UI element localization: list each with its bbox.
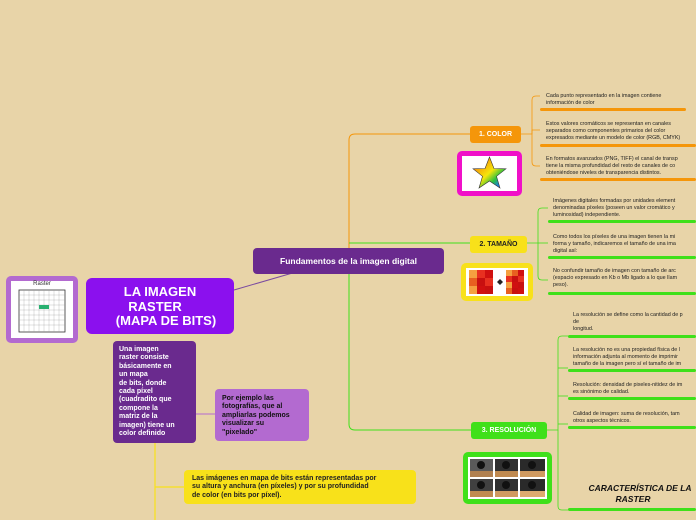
color-note-underline [540,108,686,111]
resolucion-note-underline [568,335,696,338]
definition-line: Una imagen [119,346,159,353]
rainbow-star-icon [472,156,507,189]
palm-photos-icon [468,457,547,499]
example-line: visualizar su [222,420,265,428]
definition-line: un mapa [119,371,148,379]
definition-line: raster consiste [119,354,169,362]
central-topic[interactable]: LA IMAGEN RASTER (MAPA DE BITS) [86,278,234,334]
central-topic-line2: RASTER [128,298,182,314]
pixel-squares-icon [466,268,528,296]
fundamentos-label: Fundamentos de la imagen digital [280,256,417,266]
color-star-image [457,151,522,196]
central-topic-line3: (MAPA DE BITS) [115,313,217,328]
caracteristica-line1: CARACTERÍSTICA DE LA [588,483,692,493]
resolucion-note-4: Calidad de imagen: suma de resolución, t… [573,411,680,424]
bitmap-representation-node[interactable]: Las imágenes en mapa de bits están repre… [184,470,416,504]
tamano-note-2: Como todos los píxeles de una imagen tie… [553,234,676,254]
bitmap-line: su altura y anchura (en píxeles) y por s… [192,483,369,491]
tamano-note-1: Imágenes digitales formadas por unidades… [553,198,676,218]
example-line: ampliarlas podemos [222,411,290,419]
resolucion-label: 3. RESOLUCIÓN [481,427,537,434]
example-line: Por ejemplo las [222,395,274,402]
resolucion-photo-grid [463,452,552,504]
caracteristica-line2: RASTER [615,494,651,504]
color-label: 1. COLOR [478,131,513,138]
definition-line: (cuadradito que [119,396,172,404]
resolucion-note-underline [568,426,696,429]
central-topic-line1: LA IMAGEN [123,284,197,299]
color-note-1: Cada punto representado en la imagen con… [546,93,662,106]
tamano-note-3: No confundir tamaño de imagen con tamaño… [553,268,678,288]
resolucion-note-1: La resolución se define como la cantidad… [573,312,683,332]
tamano-note-underline [548,256,696,259]
resolucion-note-3: Resolución: densidad de pixeles-nitidez … [573,382,683,395]
resolucion-node[interactable]: 3. RESOLUCIÓN [471,422,547,439]
definition-line: de bits, donde [119,379,167,387]
tamano-label: 2. TAMAÑO [479,241,518,248]
example-node[interactable]: Por ejemplo las fotografías, que al ampl… [215,389,309,441]
example-line: "pixelado" [222,428,258,436]
color-note-underline [540,144,696,147]
caracteristica-underline [568,508,696,511]
pixel-grid-icon [18,289,66,333]
resolucion-note-underline [568,369,696,372]
definition-line: básicamente en [119,362,172,370]
color-note-underline [540,178,696,181]
bitmap-line: Las imágenes en mapa de bits están repre… [192,475,377,482]
fundamentos-node[interactable]: Fundamentos de la imagen digital [253,248,444,274]
resolucion-note-2: La resolución no es una propiedad física… [573,347,682,367]
tamano-note-underline [548,292,696,295]
color-note-2: Estos valores cromáticos se representan … [546,121,681,141]
definition-line: matriz de la [119,413,158,421]
tamano-node[interactable]: 2. TAMAÑO [470,236,527,253]
caracteristica-title[interactable]: CARACTERÍSTICA DE LA RASTER [570,483,696,505]
definition-node[interactable]: Una imagen raster consiste básicamente e… [113,341,196,443]
bitmap-line: de color (en bits por píxel). [192,491,282,499]
definition-line: compone la [119,404,158,412]
definition-line: color definido [119,430,166,438]
resolucion-note-underline [568,397,696,400]
definition-line: imagen) tiene un [119,421,175,429]
tamano-note-underline [548,220,696,223]
example-line: fotografías, que al [222,403,283,411]
color-note-3: En formatos avanzados (PNG, TIFF) el can… [546,156,678,176]
color-node[interactable]: 1. COLOR [470,126,521,143]
raster-thumbnail: Raster [6,276,78,343]
definition-line: cada píxel [119,388,153,396]
tamano-pixel-image [461,263,533,301]
raster-grid-image: Raster [11,281,73,338]
raster-thumb-label: Raster [33,281,51,287]
